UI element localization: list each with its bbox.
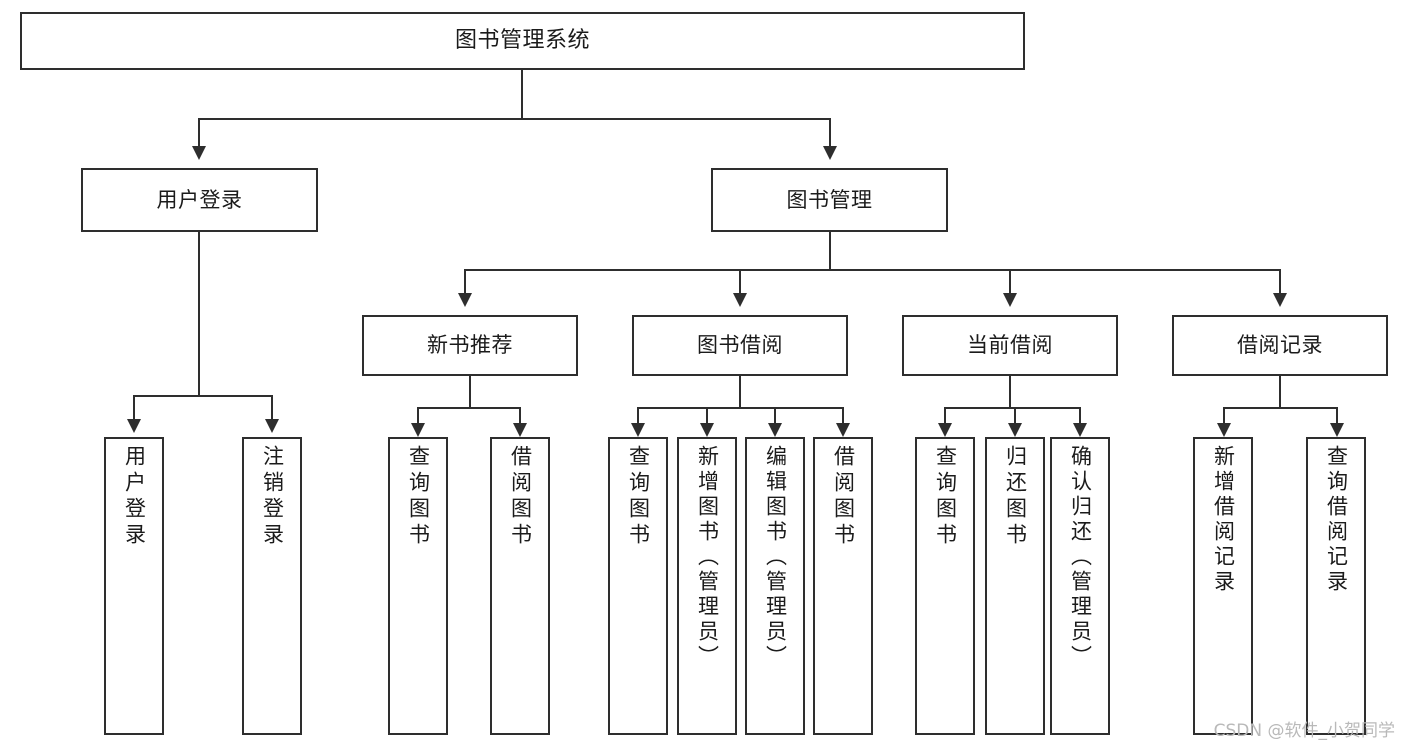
connector-book-manage-stem [829,232,831,270]
connector-to-borrow-record [1279,269,1281,295]
node-label: 新增借阅记录 [1211,445,1236,595]
node-label: 用户登录 [122,445,147,549]
node-label: 当前借阅 [967,333,1053,358]
node-label: 查询图书 [626,445,651,549]
node-label: 归还图书 [1003,445,1028,549]
connector-level1-bar [198,118,831,120]
connector-user-login-bar [133,395,273,397]
connector-borrow-record-bar [1223,407,1337,409]
leaf-borrow-book-borrow[interactable]: 借阅图书 [813,437,873,735]
connector-level3-bar [464,269,1280,271]
connector-user-login-child-1 [133,395,135,421]
arrow-leaf-borrow-book-1 [513,423,527,437]
connector-current-borrow-bar [944,407,1080,409]
connector-user-login-child-2 [271,395,273,421]
node-user-login[interactable]: 用户登录 [81,168,318,232]
connector-book-borrow-child-4 [842,407,844,425]
leaf-user-logout[interactable]: 注销登录 [242,437,302,735]
connector-root-stem [521,70,523,119]
connector-to-book-borrow [739,269,741,295]
leaf-query-book-new-rec[interactable]: 查询图书 [388,437,448,735]
arrow-leaf-return-book [1008,423,1022,437]
arrow-leaf-edit-book [768,423,782,437]
connector-book-borrow-stem [739,376,741,408]
leaf-user-login[interactable]: 用户登录 [104,437,164,735]
node-label: 编辑图书（管理员） [763,445,788,670]
arrow-leaf-query-book-2 [631,423,645,437]
arrow-leaf-user-login [127,419,141,433]
connector-to-current-borrow [1009,269,1011,295]
arrow-leaf-add-book [700,423,714,437]
leaf-edit-book-admin[interactable]: 编辑图书（管理员） [745,437,805,735]
connector-current-borrow-child-3 [1079,407,1081,425]
arrow-leaf-query-book-1 [411,423,425,437]
watermark-text: CSDN @软件_小贺同学 [1213,721,1395,741]
connector-to-book-manage [829,118,831,148]
arrow-leaf-query-record [1330,423,1344,437]
connector-new-book-rec-child-1 [417,407,419,425]
node-current-borrow[interactable]: 当前借阅 [902,315,1118,376]
node-label: 图书管理 [786,187,873,212]
connector-borrow-record-child-2 [1336,407,1338,425]
arrow-to-book-manage [823,146,837,160]
leaf-query-book-current[interactable]: 查询图书 [915,437,975,735]
node-label: 用户登录 [156,187,243,212]
connector-borrow-record-child-1 [1223,407,1225,425]
connector-to-new-book-rec [464,269,466,295]
node-label: 图书借阅 [697,333,783,358]
arrow-to-user-login [192,146,206,160]
leaf-return-book[interactable]: 归还图书 [985,437,1045,735]
connector-current-borrow-child-1 [944,407,946,425]
node-label: 查询图书 [933,445,958,549]
connector-borrow-record-stem [1279,376,1281,408]
connector-new-book-rec-stem [469,376,471,408]
connector-new-book-rec-bar [417,407,521,409]
arrow-to-current-borrow [1003,293,1017,307]
node-label: 新增图书（管理员） [695,445,720,670]
node-book-borrow[interactable]: 图书借阅 [632,315,848,376]
arrow-to-borrow-record [1273,293,1287,307]
node-label: 借阅图书 [831,445,856,549]
node-label: 查询图书 [406,445,431,549]
node-label: 确认归还（管理员） [1068,445,1093,670]
arrow-leaf-add-record [1217,423,1231,437]
leaf-add-book-admin[interactable]: 新增图书（管理员） [677,437,737,735]
connector-current-borrow-stem [1009,376,1011,408]
arrow-leaf-query-book-3 [938,423,952,437]
node-label: 图书管理系统 [454,28,590,54]
node-book-management[interactable]: 图书管理 [711,168,948,232]
node-label: 注销登录 [260,445,285,549]
leaf-borrow-book-new-rec[interactable]: 借阅图书 [490,437,550,735]
connector-book-borrow-child-1 [637,407,639,425]
arrow-leaf-confirm-return [1073,423,1087,437]
leaf-add-borrow-record[interactable]: 新增借阅记录 [1193,437,1253,735]
connector-current-borrow-child-2 [1014,407,1016,425]
arrow-leaf-user-logout [265,419,279,433]
node-label: 借阅图书 [508,445,533,549]
connector-user-login-stem [198,232,200,396]
connector-book-borrow-child-3 [774,407,776,425]
leaf-query-book-borrow[interactable]: 查询图书 [608,437,668,735]
connector-new-book-rec-child-2 [519,407,521,425]
arrow-leaf-borrow-book-2 [836,423,850,437]
leaf-query-borrow-record[interactable]: 查询借阅记录 [1306,437,1366,735]
connector-to-user-login [198,118,200,148]
node-label: 借阅记录 [1237,333,1323,358]
connector-book-borrow-bar [637,407,843,409]
node-borrow-record[interactable]: 借阅记录 [1172,315,1388,376]
leaf-confirm-return-admin[interactable]: 确认归还（管理员） [1050,437,1110,735]
connector-book-borrow-child-2 [706,407,708,425]
node-label: 查询借阅记录 [1324,445,1349,595]
node-new-book-recommend[interactable]: 新书推荐 [362,315,578,376]
arrow-to-new-book-rec [458,293,472,307]
node-book-management-system[interactable]: 图书管理系统 [20,12,1025,70]
arrow-to-book-borrow [733,293,747,307]
node-label: 新书推荐 [427,333,513,358]
